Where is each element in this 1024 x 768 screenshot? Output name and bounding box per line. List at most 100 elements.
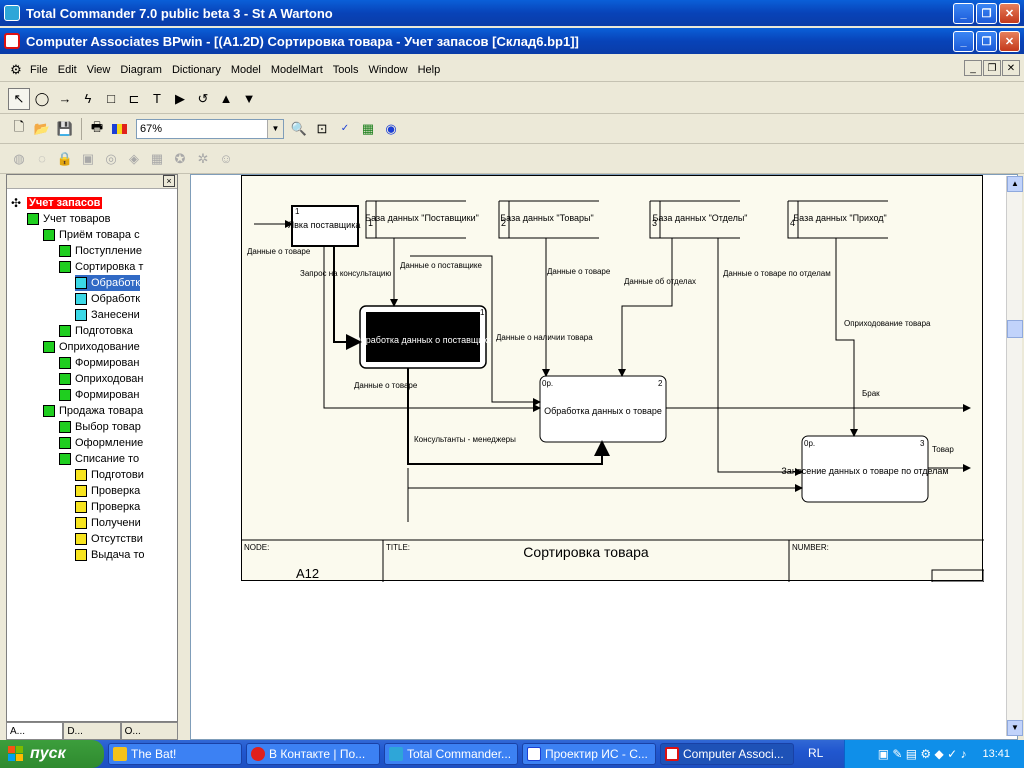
go-up-icon[interactable]: ▲ [219, 91, 233, 106]
datastore-tool-icon[interactable]: ⊏ [128, 90, 140, 106]
tree-item[interactable]: Подготови [75, 467, 144, 483]
scroll-thumb[interactable] [1007, 320, 1023, 338]
task-bpwin[interactable]: Computer Associ... [660, 743, 794, 765]
tree-item[interactable]: Учет товаров [27, 211, 111, 227]
tree-item[interactable]: Сортировка т [59, 259, 143, 275]
tree-root[interactable]: ✣ Учет запасов [11, 195, 103, 211]
scroll-down-icon[interactable]: ▼ [1007, 720, 1023, 736]
task-word[interactable]: Проектир ИС - С... [522, 743, 656, 765]
chevron-down-icon[interactable]: ▼ [267, 119, 283, 138]
zoom-select[interactable]: 67% ▼ [136, 118, 284, 139]
menu-dictionary[interactable]: Dictionary [171, 63, 221, 76]
green-activity-icon [59, 421, 71, 433]
tree-item[interactable]: Оформление [59, 435, 143, 451]
menu-window[interactable]: Window [368, 63, 408, 76]
go-down-icon[interactable]: ▼ [242, 91, 256, 106]
spellcheck-icon[interactable]: ✓ [340, 123, 350, 134]
tab-objects[interactable]: O... [120, 722, 178, 740]
menu-model[interactable]: Model [230, 63, 261, 76]
menu-tools[interactable]: Tools [332, 63, 359, 76]
arrow-label-dannye-o-postavshike: Данные о поставщике [400, 261, 482, 270]
task-vkontakte[interactable]: В Контакте | По... [246, 743, 380, 765]
app-close-button[interactable]: ✕ [999, 31, 1020, 52]
tree-item[interactable]: Поступление [59, 243, 142, 259]
new-file-icon[interactable]: 🗋 [13, 118, 25, 134]
app-minimize-button[interactable]: _ [953, 31, 974, 52]
save-icon[interactable]: 💾 [56, 120, 74, 136]
app-restore-button[interactable]: ❐ [976, 31, 997, 52]
tab-activities[interactable]: А... [6, 722, 64, 740]
clock[interactable]: 13:41 [982, 748, 1010, 760]
zoom-in-icon[interactable]: 🔍 [290, 120, 308, 136]
doc-menu-icon[interactable]: ⚙ [10, 61, 22, 77]
total-commander-icon [389, 747, 403, 761]
tree-item[interactable]: Отсутстви [75, 531, 143, 547]
tree-item[interactable]: Выбор товар [59, 419, 141, 435]
tree-item[interactable]: Подготовка [59, 323, 133, 339]
tree-item[interactable]: Формирован [59, 387, 139, 403]
panel-close-icon[interactable]: × [163, 175, 175, 187]
menu-view[interactable]: View [86, 63, 111, 76]
arrow-tool-icon[interactable]: → [58, 91, 72, 106]
activity-2-label: Обработка данных о товаре [544, 406, 662, 416]
tree-item[interactable]: Продажа товара [43, 403, 143, 419]
tree-item[interactable]: Формирован [59, 355, 139, 371]
text-tool-icon[interactable]: T [153, 91, 161, 106]
start-button[interactable]: пуск [0, 740, 104, 768]
tree-item[interactable]: Обработк [75, 291, 140, 307]
menu-help[interactable]: Help [417, 63, 441, 76]
close-button[interactable]: ✕ [999, 3, 1020, 24]
tab-diagrams[interactable]: D... [63, 722, 121, 740]
box-tool-icon[interactable]: □ [107, 91, 115, 106]
task-the-bat[interactable]: The Bat! [108, 743, 242, 765]
open-folder-icon[interactable]: 📂 [33, 120, 51, 136]
language-indicator[interactable]: RL [808, 746, 824, 760]
tree-item[interactable]: Занесени [75, 307, 140, 323]
menu-file[interactable]: File [30, 63, 48, 76]
arrow-label-dannye-o-tovare: Данные о товаре [247, 247, 311, 256]
play-tool-icon[interactable]: ▶ [175, 90, 185, 106]
menu-diagram[interactable]: Diagram [120, 63, 162, 76]
tree-item[interactable]: Приём товара с [43, 227, 140, 243]
restore-button[interactable]: ❐ [976, 3, 997, 24]
tree-item[interactable]: Выдача то [75, 547, 144, 563]
menu-edit[interactable]: Edit [57, 63, 77, 76]
modelmart-icon[interactable]: ◉ [385, 120, 397, 136]
pointer-tool-icon[interactable]: ↖ [8, 87, 30, 110]
box-yavka[interactable] [291, 205, 359, 247]
color-palette-icon[interactable] [109, 118, 131, 140]
doc-restore-button[interactable]: ❐ [983, 60, 1001, 76]
undo-tool-icon[interactable]: ↺ [197, 90, 209, 106]
zoom-fit-icon[interactable]: ⊡ [316, 120, 328, 136]
green-activity-icon [59, 373, 71, 385]
tree-item[interactable]: Оприходование [43, 339, 140, 355]
activity-1-box[interactable] [366, 312, 480, 362]
datastore-1[interactable]: 1 База данных "Поставщики" [365, 200, 479, 239]
ellipse-tool-icon[interactable]: ◯ [34, 90, 50, 106]
tree-item[interactable]: Получени [75, 515, 141, 531]
tree-item[interactable]: Проверка [75, 499, 140, 515]
vertical-scrollbar[interactable]: ▲ ▼ [1006, 176, 1023, 736]
minimize-button[interactable]: _ [953, 3, 974, 24]
datastore-4[interactable]: 4 База данных "Приход" [787, 200, 888, 239]
tree-item[interactable]: Обработк [75, 275, 141, 291]
tree-item[interactable]: Оприходован [59, 371, 143, 387]
scroll-up-icon[interactable]: ▲ [1007, 176, 1023, 192]
task-total-commander[interactable]: Total Commander... [384, 743, 518, 765]
box-yavka-num: 1 [295, 207, 300, 216]
doc-minimize-button[interactable]: _ [964, 60, 982, 76]
menu-modelmart[interactable]: ModelMart [270, 63, 323, 76]
print-icon[interactable]: 🖶 [90, 118, 104, 134]
model-explorer-icon[interactable]: ▦ [361, 120, 375, 136]
doc-close-button[interactable]: ✕ [1002, 60, 1020, 76]
tray-icons[interactable]: ▣ ✎ ▤ ⚙ ◆ ✓ ♪ [877, 747, 967, 761]
datastore-3[interactable]: 3 База данных "Отделы" [649, 200, 748, 239]
tree-item[interactable]: Списание то [59, 451, 139, 467]
box-yavka-label: Явка поставщика [288, 220, 361, 230]
squiggle-tool-icon[interactable]: ϟ [84, 91, 92, 106]
tree-item[interactable]: Проверка [75, 483, 140, 499]
frame-title-label: TITLE: [386, 543, 410, 552]
datastore-2[interactable]: 2 База данных "Товары" [498, 200, 599, 239]
outer-titlebar[interactable]: Total Commander 7.0 public beta 3 - St A… [0, 0, 1024, 26]
app-titlebar[interactable]: Computer Associates BPwin - [(A1.2D) Сор… [0, 28, 1024, 54]
